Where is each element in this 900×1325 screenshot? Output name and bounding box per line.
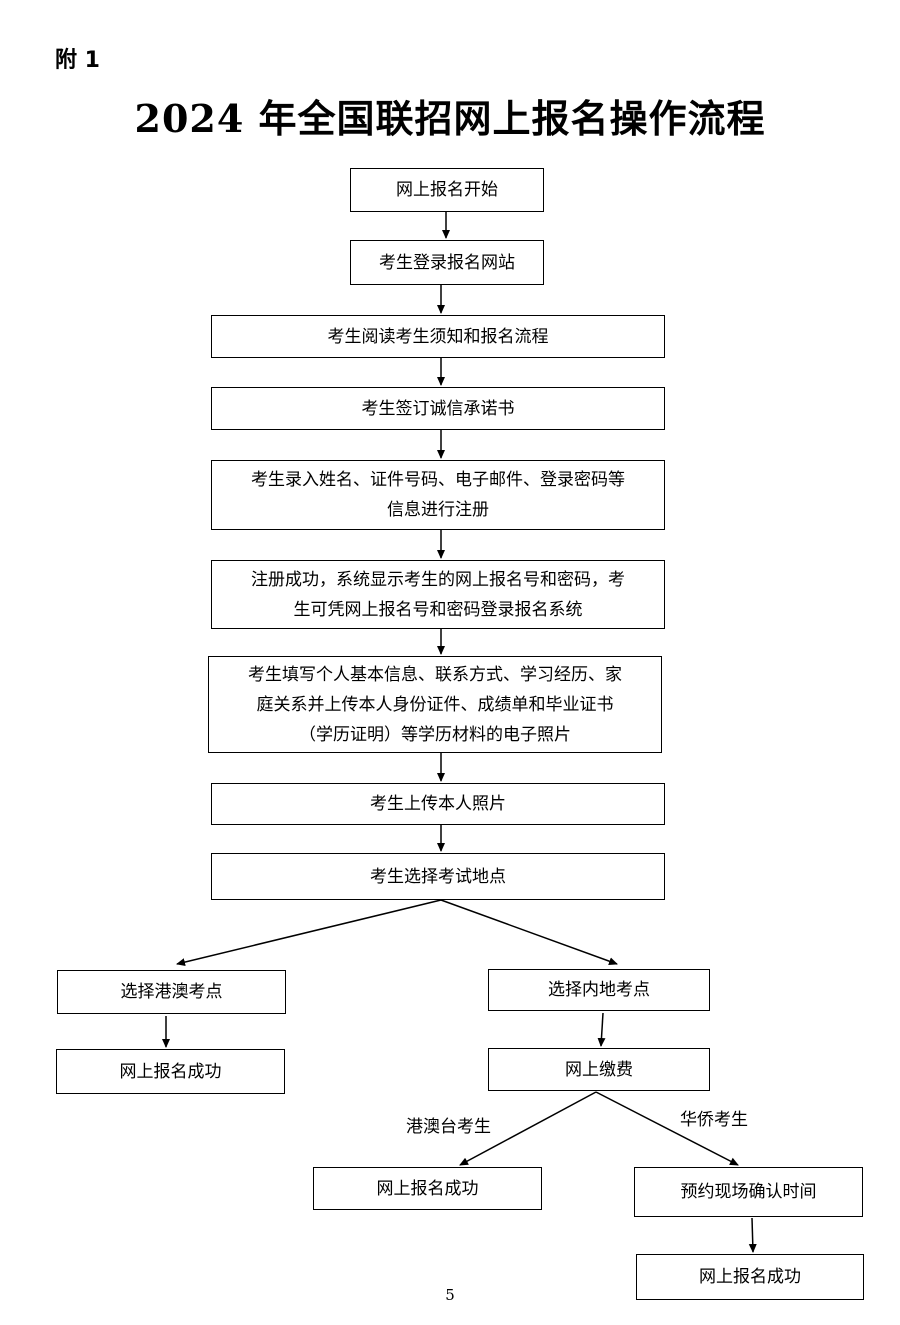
branch-hk-macao-success: 网上报名成功 bbox=[56, 1049, 285, 1094]
step-sign-label: 考生签订诚信承诺书 bbox=[361, 398, 515, 419]
page-title: 2024 年全国联招网上报名操作流程 bbox=[134, 96, 766, 141]
branch-appointment: 预约现场确认时间 bbox=[634, 1167, 863, 1217]
arrow-payment-overseas bbox=[595, 1091, 739, 1166]
step-fill-info: 考生填写个人基本信息、联系方式、学习经历、家 庭关系并上传本人身份证件、成绩单和… bbox=[208, 656, 662, 753]
step-register: 考生录入姓名、证件号码、电子邮件、登录密码等 信息进行注册 bbox=[211, 460, 665, 530]
branch-mainland-site: 选择内地考点 bbox=[488, 969, 710, 1011]
step-register-line1: 考生录入姓名、证件号码、电子邮件、登录密码等 bbox=[251, 470, 625, 490]
step-read-notice: 考生阅读考生须知和报名流程 bbox=[211, 315, 665, 358]
branch-hk-macao-success-label: 网上报名成功 bbox=[119, 1061, 222, 1082]
step-upload-photo: 考生上传本人照片 bbox=[211, 783, 665, 825]
step-success-line2: 生可凭网上报名号和密码登录报名系统 bbox=[293, 599, 583, 620]
step-login-label: 考生登录报名网站 bbox=[379, 252, 515, 273]
step-fill-line1: 考生填写个人基本信息、联系方式、学习经历、家 bbox=[248, 664, 622, 685]
arrow-payment-hmt bbox=[459, 1091, 597, 1166]
arrow-site-mainland bbox=[440, 899, 618, 966]
step-photo-label: 考生上传本人照片 bbox=[370, 794, 506, 814]
branch-payment: 网上缴费 bbox=[488, 1048, 710, 1091]
branch-overseas-success-label: 网上报名成功 bbox=[699, 1267, 801, 1287]
branch-payment-label: 网上缴费 bbox=[565, 1059, 633, 1080]
step-choose-site-label: 考生选择考试地点 bbox=[370, 866, 506, 887]
step-register-success: 注册成功，系统显示考生的网上报名号和密码，考 生可凭网上报名号和密码登录报名系统 bbox=[211, 560, 665, 629]
attachment-label: 附 1 bbox=[55, 48, 100, 73]
step-sign-pledge: 考生签订诚信承诺书 bbox=[211, 387, 665, 430]
step-read-label: 考生阅读考生须知和报名流程 bbox=[327, 326, 549, 347]
step-start-label: 网上报名开始 bbox=[396, 180, 498, 200]
page-number: 5 bbox=[445, 1286, 455, 1304]
label-overseas-candidates: 华侨考生 bbox=[680, 1110, 748, 1130]
branch-hk-macao-site-label: 选择港澳考点 bbox=[120, 982, 223, 1002]
step-register-line2: 信息进行注册 bbox=[387, 500, 489, 520]
arrow-site-hkmacao bbox=[176, 899, 442, 967]
step-choose-site: 考生选择考试地点 bbox=[211, 853, 665, 900]
branch-appointment-label: 预约现场确认时间 bbox=[680, 1182, 817, 1202]
branch-hmt-success: 网上报名成功 bbox=[313, 1167, 542, 1210]
step-fill-line3: （学历证明）等学历材料的电子照片 bbox=[299, 724, 571, 745]
step-start: 网上报名开始 bbox=[350, 168, 544, 212]
branch-hk-macao-site: 选择港澳考点 bbox=[57, 970, 286, 1014]
branch-hmt-success-label: 网上报名成功 bbox=[376, 1178, 479, 1199]
step-fill-line2: 庭关系并上传本人身份证件、成绩单和毕业证书 bbox=[256, 694, 614, 715]
arrow-appointment-success bbox=[748, 1217, 757, 1253]
branch-overseas-success: 网上报名成功 bbox=[636, 1254, 864, 1300]
step-login: 考生登录报名网站 bbox=[350, 240, 544, 285]
branch-mainland-site-label: 选择内地考点 bbox=[548, 980, 650, 1000]
step-success-line1: 注册成功，系统显示考生的网上报名号和密码，考 bbox=[251, 569, 625, 590]
arrow-mainland-payment bbox=[597, 1012, 606, 1047]
label-hmt-candidates: 港澳台考生 bbox=[406, 1117, 491, 1137]
